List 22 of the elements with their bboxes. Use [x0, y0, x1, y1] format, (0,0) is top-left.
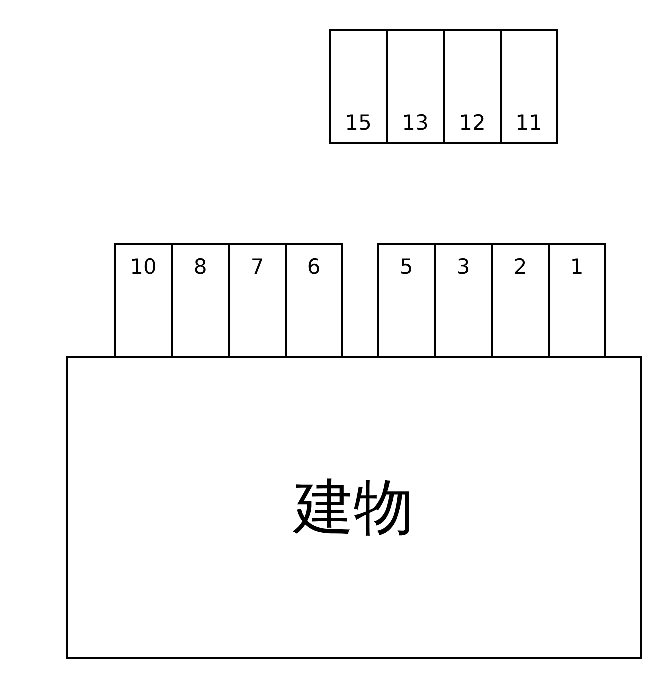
space-number: 12: [459, 113, 486, 134]
parking-space: [500, 29, 558, 144]
space-number: 6: [307, 257, 321, 278]
space-number: 3: [456, 257, 470, 278]
parking-space: [386, 29, 445, 144]
space-number: 1: [570, 257, 584, 278]
space-number: 5: [400, 257, 414, 278]
parking-space: [114, 243, 173, 358]
space-number: 2: [514, 257, 528, 278]
space-number: 7: [250, 257, 264, 278]
parking-space: [377, 243, 436, 358]
parking-space: [329, 29, 388, 144]
parking-space: [548, 243, 606, 358]
building-outline: [66, 356, 642, 659]
building-label: 建物: [294, 478, 414, 538]
parking-space: [285, 243, 343, 358]
space-number: 8: [194, 257, 208, 278]
space-number: 15: [345, 113, 372, 134]
space-number: 11: [516, 113, 542, 134]
parking-space: [443, 29, 502, 144]
space-number: 10: [130, 257, 157, 278]
space-number: 13: [402, 113, 429, 134]
